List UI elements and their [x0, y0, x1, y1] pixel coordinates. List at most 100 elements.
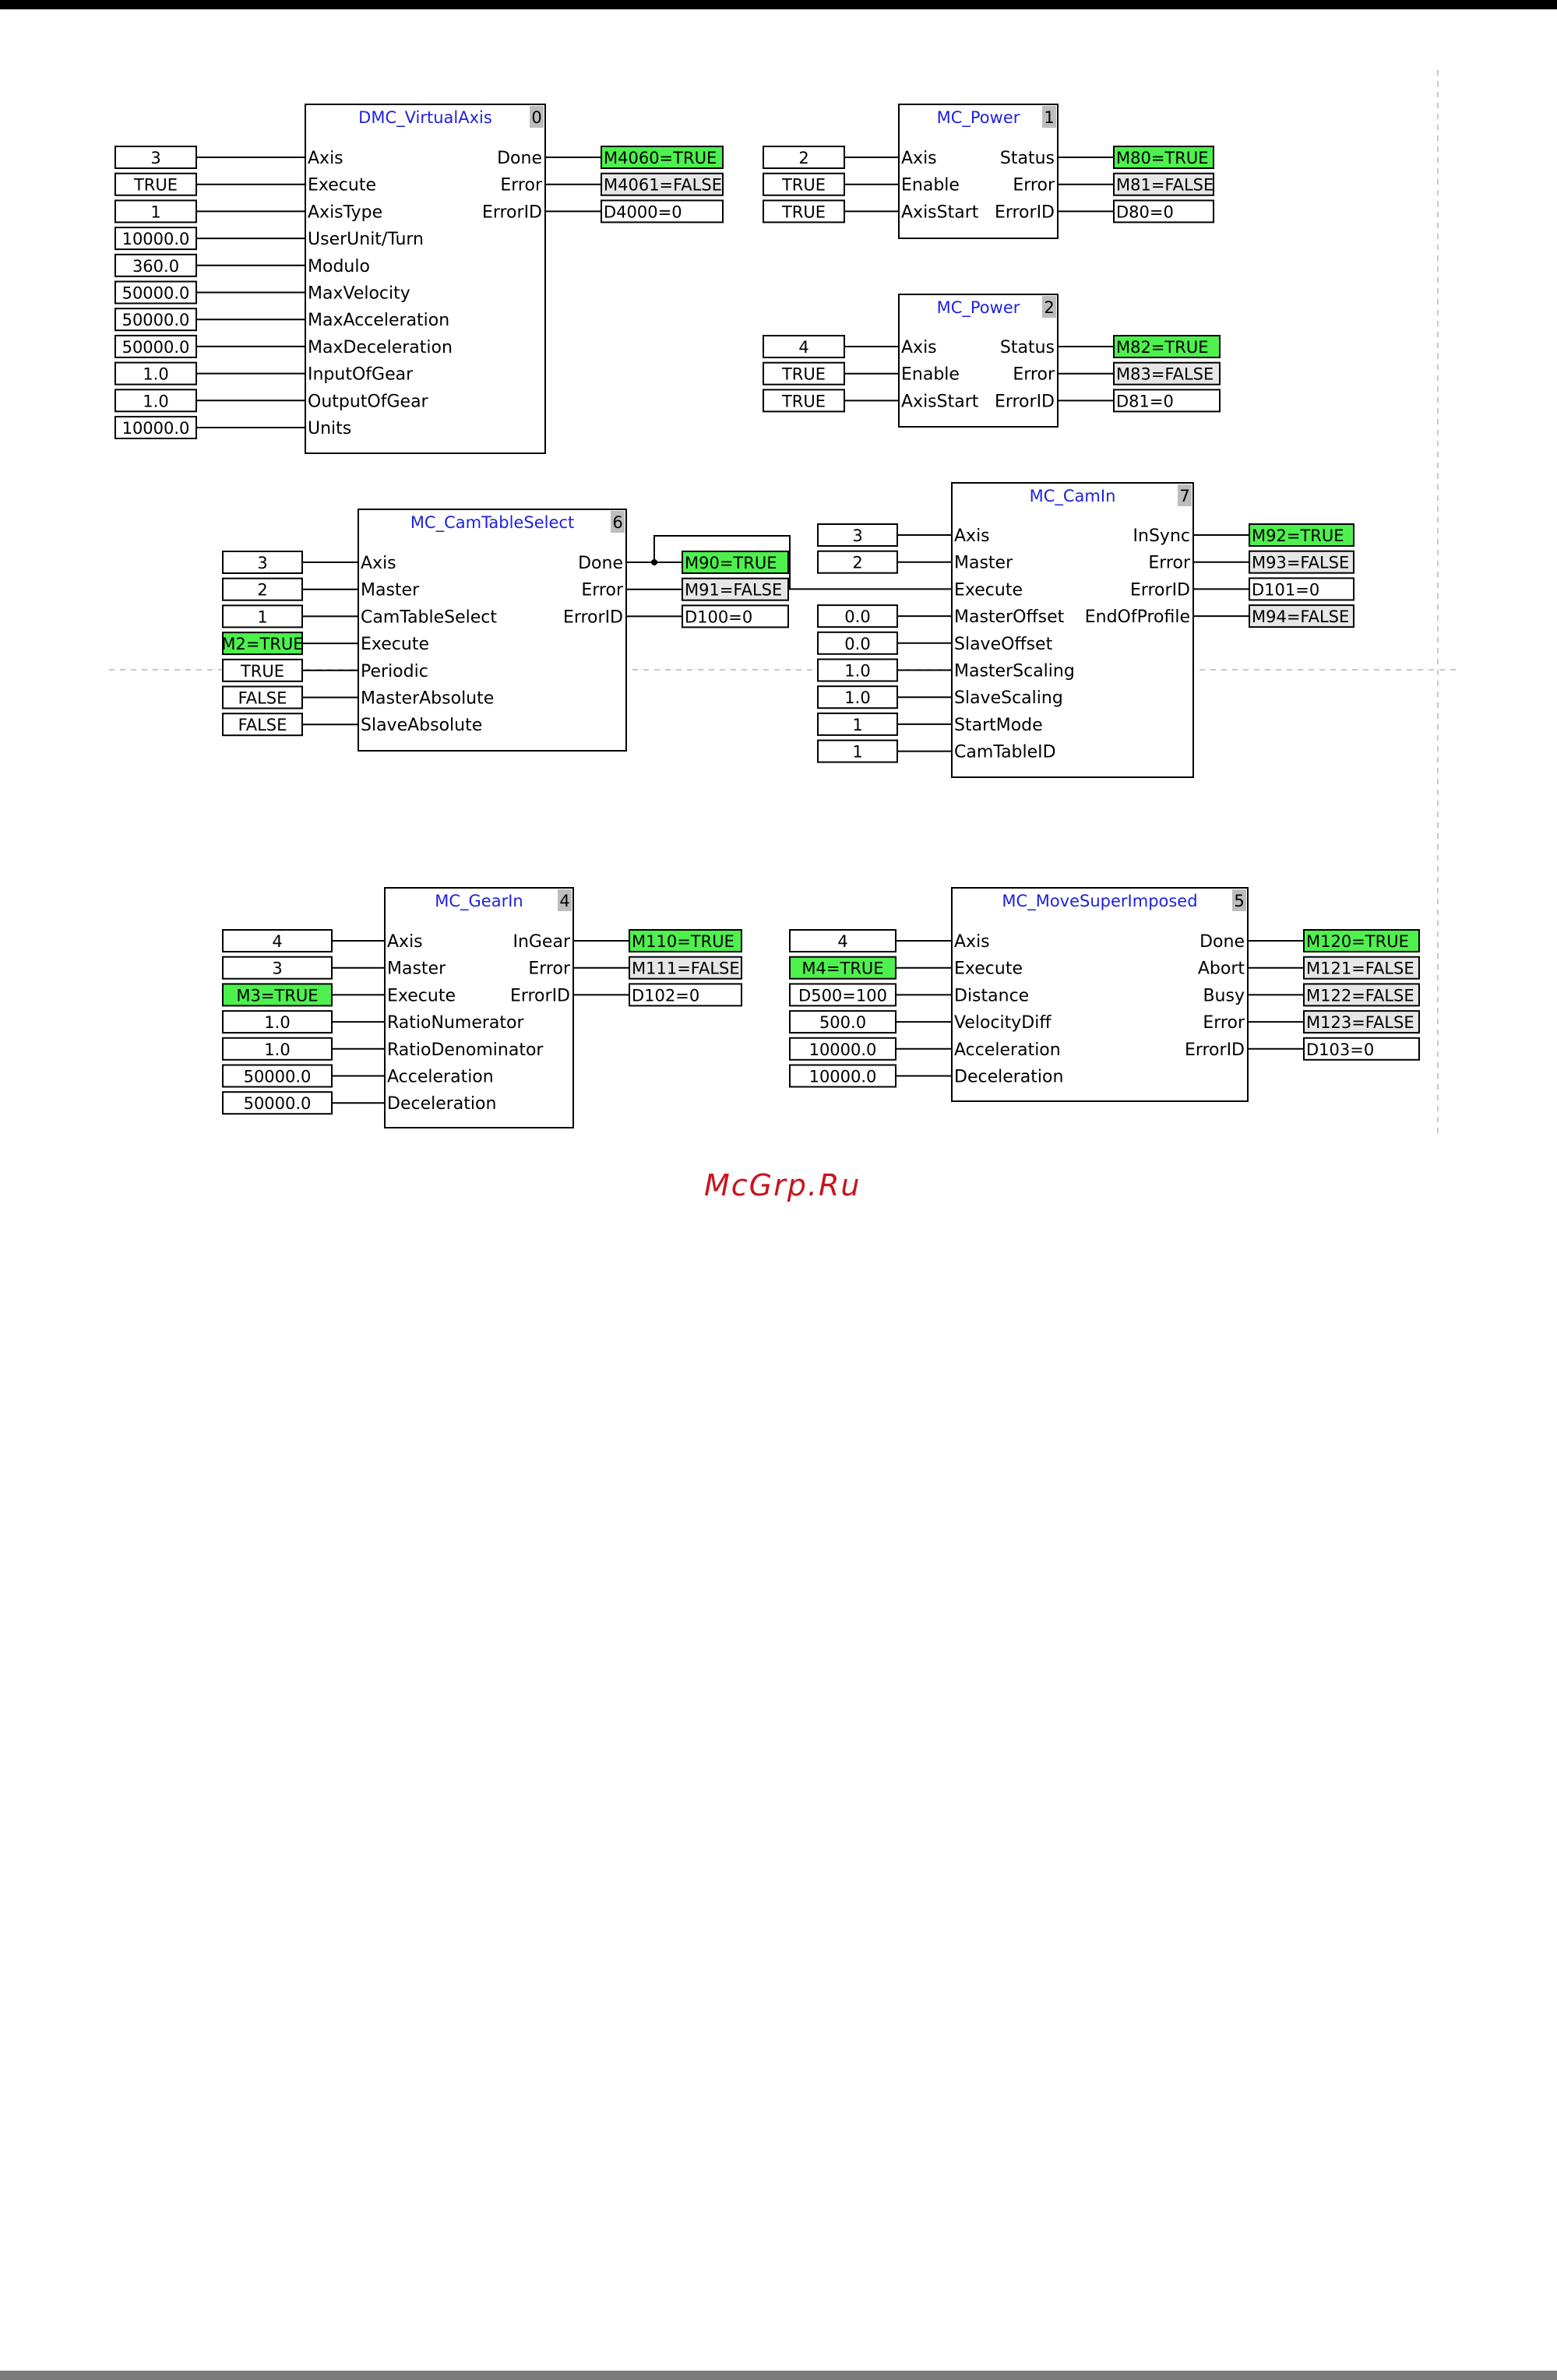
mc-power-1-input-value-box-enable[interactable]	[763, 172, 845, 196]
mc-camtableselect-input-value-box-camtableselect[interactable]	[222, 604, 303, 628]
mc-gearin-input-value-box-ratiodenominator[interactable]	[222, 1037, 333, 1061]
mc-power-1-input-value-axis: 2	[798, 149, 808, 167]
mc-camtableselect-input-periodic: Periodic	[361, 662, 428, 681]
mc-gearin-input-value-box-master[interactable]	[222, 956, 333, 980]
mc-camin-input-value-box-startmode[interactable]	[817, 712, 898, 736]
mc-camin-input-value-box-masterscaling[interactable]	[817, 658, 898, 682]
mc-camin-input-value-box-master[interactable]	[817, 550, 898, 574]
mc-power-2-block[interactable]	[898, 294, 1059, 428]
dmc-virtualaxis-input-value-box-userunit-turn[interactable]	[114, 227, 197, 251]
mc-power-1-output-value-box-error[interactable]	[1113, 172, 1214, 196]
mc-power-1-output-value-error: M81=FALSE	[1116, 176, 1214, 195]
mc-movesuperimposed-output-value-box-done[interactable]	[1303, 929, 1420, 952]
mc-movesuperimposed-output-done: Done	[1199, 932, 1245, 952]
mc-power-1-output-value-box-errorid[interactable]	[1113, 199, 1214, 224]
mc-camin-input-value-box-slavescaling[interactable]	[817, 685, 898, 709]
dmc-virtualaxis-input-value-maxdeceleration: 50000.0	[122, 338, 190, 357]
mc-gearin-input-value-box-deceleration[interactable]	[222, 1091, 333, 1115]
dmc-virtualaxis-input-value-box-axistype[interactable]	[114, 199, 197, 224]
mc-power-2-output-value-box-error[interactable]	[1113, 361, 1221, 386]
mc-movesuperimposed-input-value-box-execute[interactable]	[789, 956, 897, 980]
mc-power-1-output-error: Error	[1013, 176, 1055, 195]
dmc-virtualaxis-input-value-box-maxacceleration[interactable]	[114, 308, 197, 332]
mc-gearin-input-value-execute: M3=TRUE	[236, 986, 318, 1005]
mc-gearin-input-value-box-execute[interactable]	[222, 983, 333, 1007]
mc-gearin-output-value-box-error[interactable]	[629, 956, 742, 980]
dmc-virtualaxis-output-value-error: M4061=FALSE	[604, 176, 722, 195]
mc-gearin-output-value-box-errorid[interactable]	[629, 983, 742, 1007]
mc-power-1-output-value-box-status[interactable]	[1113, 146, 1214, 169]
mc-gearin-output-value-box-ingear[interactable]	[629, 929, 742, 952]
mc-movesuperimposed-output-value-box-busy[interactable]	[1303, 983, 1420, 1007]
mc-camin-input-value-box-camtableid[interactable]	[817, 739, 898, 763]
mc-movesuperimposed-input-value-box-distance[interactable]	[789, 983, 897, 1007]
mc-camin-block[interactable]	[951, 482, 1194, 778]
mc-camtableselect-input-value-box-axis[interactable]	[222, 551, 303, 574]
mc-camin-output-value-box-errorid[interactable]	[1249, 577, 1354, 601]
dmc-virtualaxis-output-value-box-errorid[interactable]	[601, 199, 724, 224]
mc-camtableselect-input-value-box-execute[interactable]	[222, 632, 303, 656]
mc-camin-input-value-box-slaveoffset[interactable]	[817, 631, 898, 655]
dmc-virtualaxis-input-value-box-modulo[interactable]	[114, 253, 197, 277]
mc-camin-output-value-errorid: D101=0	[1252, 580, 1319, 599]
dmc-virtualaxis-input-value-box-inputofgear[interactable]	[114, 361, 197, 386]
mc-power-2-input-value-box-enable[interactable]	[763, 361, 845, 386]
mc-camtableselect-output-value-box-errorid[interactable]	[682, 604, 789, 628]
mc-camtableselect-output-value-box-error[interactable]	[682, 577, 789, 601]
dmc-virtualaxis-input-maxacceleration: MaxAcceleration	[308, 311, 449, 330]
mc-power-2-output-value-box-status[interactable]	[1113, 335, 1221, 358]
mc-camtableselect-input-value-box-masterabsolute[interactable]	[222, 685, 303, 709]
mc-movesuperimposed-input-value-box-acceleration[interactable]	[789, 1037, 897, 1061]
mc-movesuperimposed-input-value-box-deceleration[interactable]	[789, 1064, 897, 1088]
mc-movesuperimposed-input-axis: Axis	[954, 932, 990, 952]
mc-power-2-output-value-box-errorid[interactable]	[1113, 389, 1221, 413]
mc-movesuperimposed-output-value-box-abort[interactable]	[1303, 956, 1420, 980]
mc-power-1-input-axisstart: AxisStart	[901, 202, 979, 222]
mc-power-1-input-value-box-axis[interactable]	[763, 146, 845, 169]
mc-camtableselect-output-value-box-done[interactable]	[682, 551, 789, 574]
mc-movesuperimposed-output-value-box-error[interactable]	[1303, 1010, 1420, 1034]
dmc-virtualaxis-input-value-box-axis[interactable]	[114, 146, 197, 169]
mc-gearin-input-rationumerator: RatioNumerator	[387, 1013, 524, 1033]
mc-camin-output-error: Error	[1148, 554, 1191, 573]
mc-movesuperimposed-input-value-box-axis[interactable]	[789, 929, 897, 952]
mc-gearin-input-value-box-acceleration[interactable]	[222, 1064, 333, 1088]
mc-camin-output-value-box-error[interactable]	[1249, 550, 1354, 574]
mc-camin-output-value-box-endofprofile[interactable]	[1249, 604, 1354, 628]
mc-camin-input-value-master: 2	[852, 554, 862, 572]
dmc-virtualaxis-input-value-box-maxvelocity[interactable]	[114, 280, 197, 305]
mc-movesuperimposed-output-value-busy: M122=FALSE	[1306, 986, 1414, 1005]
mc-camtableselect-input-value-box-slaveabsolute[interactable]	[222, 713, 303, 737]
dmc-virtualaxis-title: DMC_VirtualAxis	[358, 108, 492, 128]
dmc-virtualaxis-output-value-box-done[interactable]	[601, 146, 724, 169]
dmc-virtualaxis-block[interactable]	[305, 104, 546, 454]
mc-power-2-input-value-box-axis[interactable]	[763, 335, 845, 358]
mc-gearin-block[interactable]	[384, 887, 574, 1128]
dmc-virtualaxis-input-value-box-units[interactable]	[114, 416, 197, 439]
mc-power-1-block[interactable]	[898, 104, 1059, 239]
mc-power-2-title: MC_Power	[937, 298, 1020, 318]
mc-movesuperimposed-input-value-box-velocitydiff[interactable]	[789, 1010, 897, 1034]
mc-power-2-input-value-box-axisstart[interactable]	[763, 389, 845, 413]
mc-camin-input-value-box-masteroffset[interactable]	[817, 604, 898, 628]
dmc-virtualaxis-input-value-box-outputofgear[interactable]	[114, 389, 197, 413]
dmc-virtualaxis-input-value-box-execute[interactable]	[114, 172, 197, 196]
mc-gearin-input-value-box-rationumerator[interactable]	[222, 1010, 333, 1034]
mc-movesuperimposed-output-value-box-errorid[interactable]	[1303, 1037, 1420, 1061]
mc-movesuperimposed-block[interactable]	[951, 887, 1249, 1102]
dmc-virtualaxis-input-value-box-maxdeceleration[interactable]	[114, 334, 197, 358]
dmc-virtualaxis-input-value-userunit-turn: 10000.0	[122, 230, 190, 248]
mc-camtableselect-input-value-box-master[interactable]	[222, 577, 303, 601]
mc-gearin-output-ingear: InGear	[513, 932, 570, 952]
mc-camin-input-value-box-axis[interactable]	[817, 523, 898, 547]
mc-camtableselect-block[interactable]	[358, 509, 627, 752]
mc-gearin-input-value-box-axis[interactable]	[222, 929, 333, 952]
mc-camin-output-value-box-insync[interactable]	[1249, 523, 1354, 547]
mc-camin-title: MC_CamIn	[1030, 487, 1116, 506]
mc-gearin-input-axis: Axis	[387, 932, 423, 952]
dmc-virtualaxis-output-value-box-error[interactable]	[601, 172, 724, 196]
mc-camtableselect-input-value-box-periodic[interactable]	[222, 658, 303, 682]
dmc-virtualaxis-input-value-maxacceleration: 50000.0	[122, 311, 190, 329]
mc-power-1-input-value-box-axisstart[interactable]	[763, 199, 845, 224]
